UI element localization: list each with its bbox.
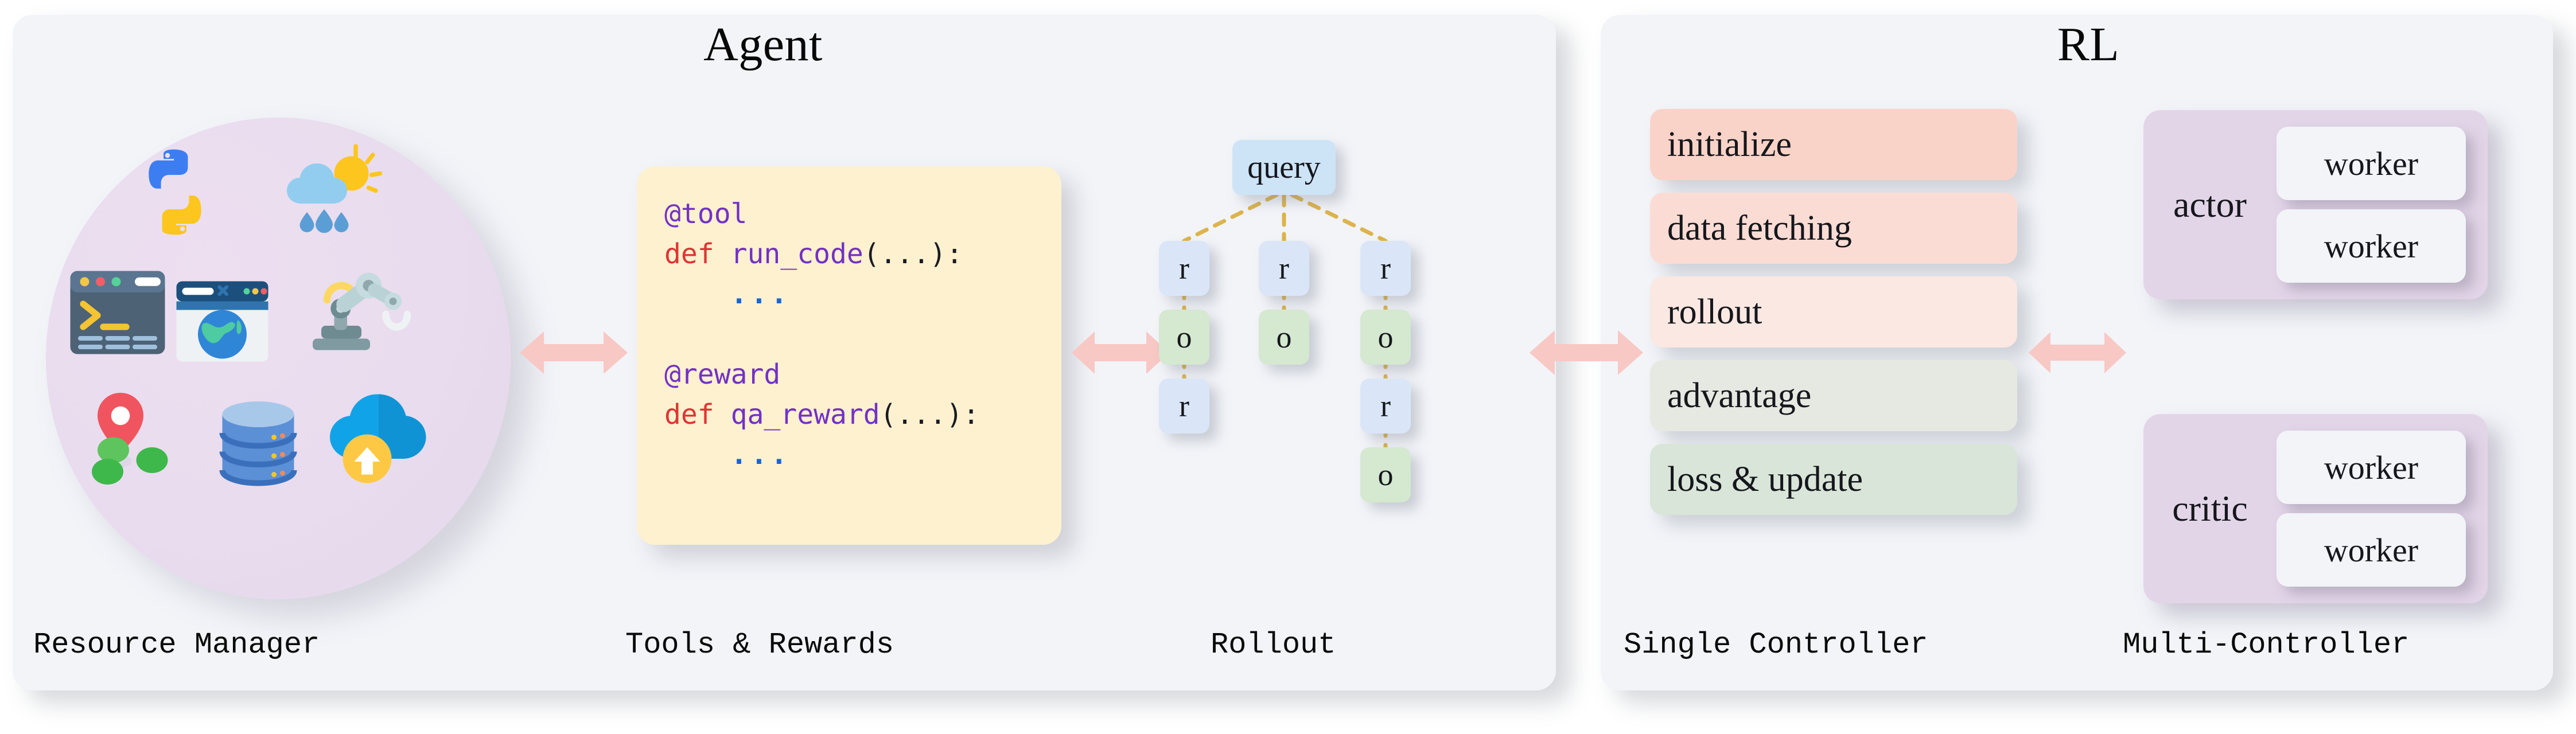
code-keyword-def-1: def xyxy=(664,238,714,271)
footer-label-tools-rewards: Tools & Rewards xyxy=(625,628,894,662)
footer-label-rollout: Rollout xyxy=(1211,628,1336,662)
multi-controller-group-actor: actor worker worker xyxy=(2143,110,2488,299)
code-ellipsis-2: ... xyxy=(730,439,791,471)
rollout-node-b2-0[interactable]: r xyxy=(1259,241,1309,296)
rollout-tree: query r o r r o r o r o xyxy=(1124,138,1526,614)
code-ellipsis-1: ... xyxy=(730,278,791,311)
step-label: rollout xyxy=(1667,292,1762,331)
step-label: initialize xyxy=(1667,124,1792,164)
code-body: @tool def run_code(...): ... @reward def… xyxy=(664,194,979,475)
weather-cloud-sun-rain-icon xyxy=(275,143,384,241)
rl-panel-title: RL xyxy=(2057,18,2120,71)
arrow-tools-to-rollout xyxy=(1072,331,1169,374)
database-icon xyxy=(215,399,301,487)
terminal-icon xyxy=(69,267,166,358)
step-label: loss & update xyxy=(1667,459,1863,499)
worker-list: worker worker xyxy=(2277,127,2466,283)
cloud-upload-icon xyxy=(321,390,427,485)
multi-controller-group-label: actor xyxy=(2173,184,2247,225)
single-controller-step-data-fetching[interactable]: data fetching xyxy=(1650,193,2017,264)
single-controller-step-initialize[interactable]: initialize xyxy=(1650,109,2017,180)
agent-panel-title: Agent xyxy=(703,18,823,71)
footer-label-multi-controller: Multi-Controller xyxy=(2123,628,2410,662)
code-func-run-code: run_code xyxy=(730,238,863,271)
map-location-graph-icon xyxy=(83,390,184,485)
rollout-tree-edges xyxy=(1182,193,1388,450)
rollout-node-b1-0[interactable]: r xyxy=(1159,241,1209,296)
multi-controller-group-label: critic xyxy=(2172,488,2248,529)
code-decorator-tool: @tool xyxy=(664,198,748,230)
python-icon xyxy=(126,143,224,241)
footer-label-single-controller: Single Controller xyxy=(1624,628,1928,662)
single-controller-stack: initialize data fetching rollout advanta… xyxy=(1650,109,2017,528)
robot-arm-icon xyxy=(310,268,413,363)
rollout-node-b1-2[interactable]: r xyxy=(1159,378,1209,434)
rollout-node-b3-0[interactable]: r xyxy=(1360,241,1411,296)
multi-controller-group-critic: critic worker worker xyxy=(2143,414,2488,603)
rollout-query-node[interactable]: query xyxy=(1232,140,1336,195)
resource-icon-grid xyxy=(69,143,493,579)
code-args-2: (...): xyxy=(880,399,980,431)
resource-manager-bubble xyxy=(46,118,511,599)
worker-box[interactable]: worker xyxy=(2277,431,2466,504)
arrow-resource-to-tools xyxy=(520,331,628,374)
rollout-node-b3-2[interactable]: r xyxy=(1360,378,1411,434)
rollout-node-b2-1[interactable]: o xyxy=(1259,310,1309,365)
code-keyword-def-2: def xyxy=(664,399,714,431)
rollout-node-b3-1[interactable]: o xyxy=(1360,310,1411,365)
code-args-1: (...): xyxy=(863,238,963,271)
tools-rewards-code-card: @tool def run_code(...): ... @reward def… xyxy=(637,166,1061,545)
footer-label-resource-manager: Resource Manager xyxy=(33,628,320,662)
code-func-qa-reward: qa_reward xyxy=(730,399,880,431)
step-label: advantage xyxy=(1667,376,1812,415)
arrow-single-to-multi xyxy=(2029,332,2126,373)
arrow-rollout-to-rl xyxy=(1530,330,1643,375)
worker-box[interactable]: worker xyxy=(2277,127,2466,200)
worker-box[interactable]: worker xyxy=(2277,513,2466,587)
code-decorator-reward: @reward xyxy=(664,358,781,391)
step-label: data fetching xyxy=(1667,208,1852,248)
single-controller-step-advantage[interactable]: advantage xyxy=(1650,360,2017,431)
browser-globe-icon xyxy=(175,280,270,363)
worker-box[interactable]: worker xyxy=(2277,209,2466,283)
worker-list: worker worker xyxy=(2277,431,2466,587)
single-controller-step-rollout[interactable]: rollout xyxy=(1650,276,2017,348)
single-controller-step-loss-update[interactable]: loss & update xyxy=(1650,444,2017,515)
rollout-node-b1-1[interactable]: o xyxy=(1159,310,1209,365)
rollout-node-b3-3[interactable]: o xyxy=(1360,447,1411,502)
